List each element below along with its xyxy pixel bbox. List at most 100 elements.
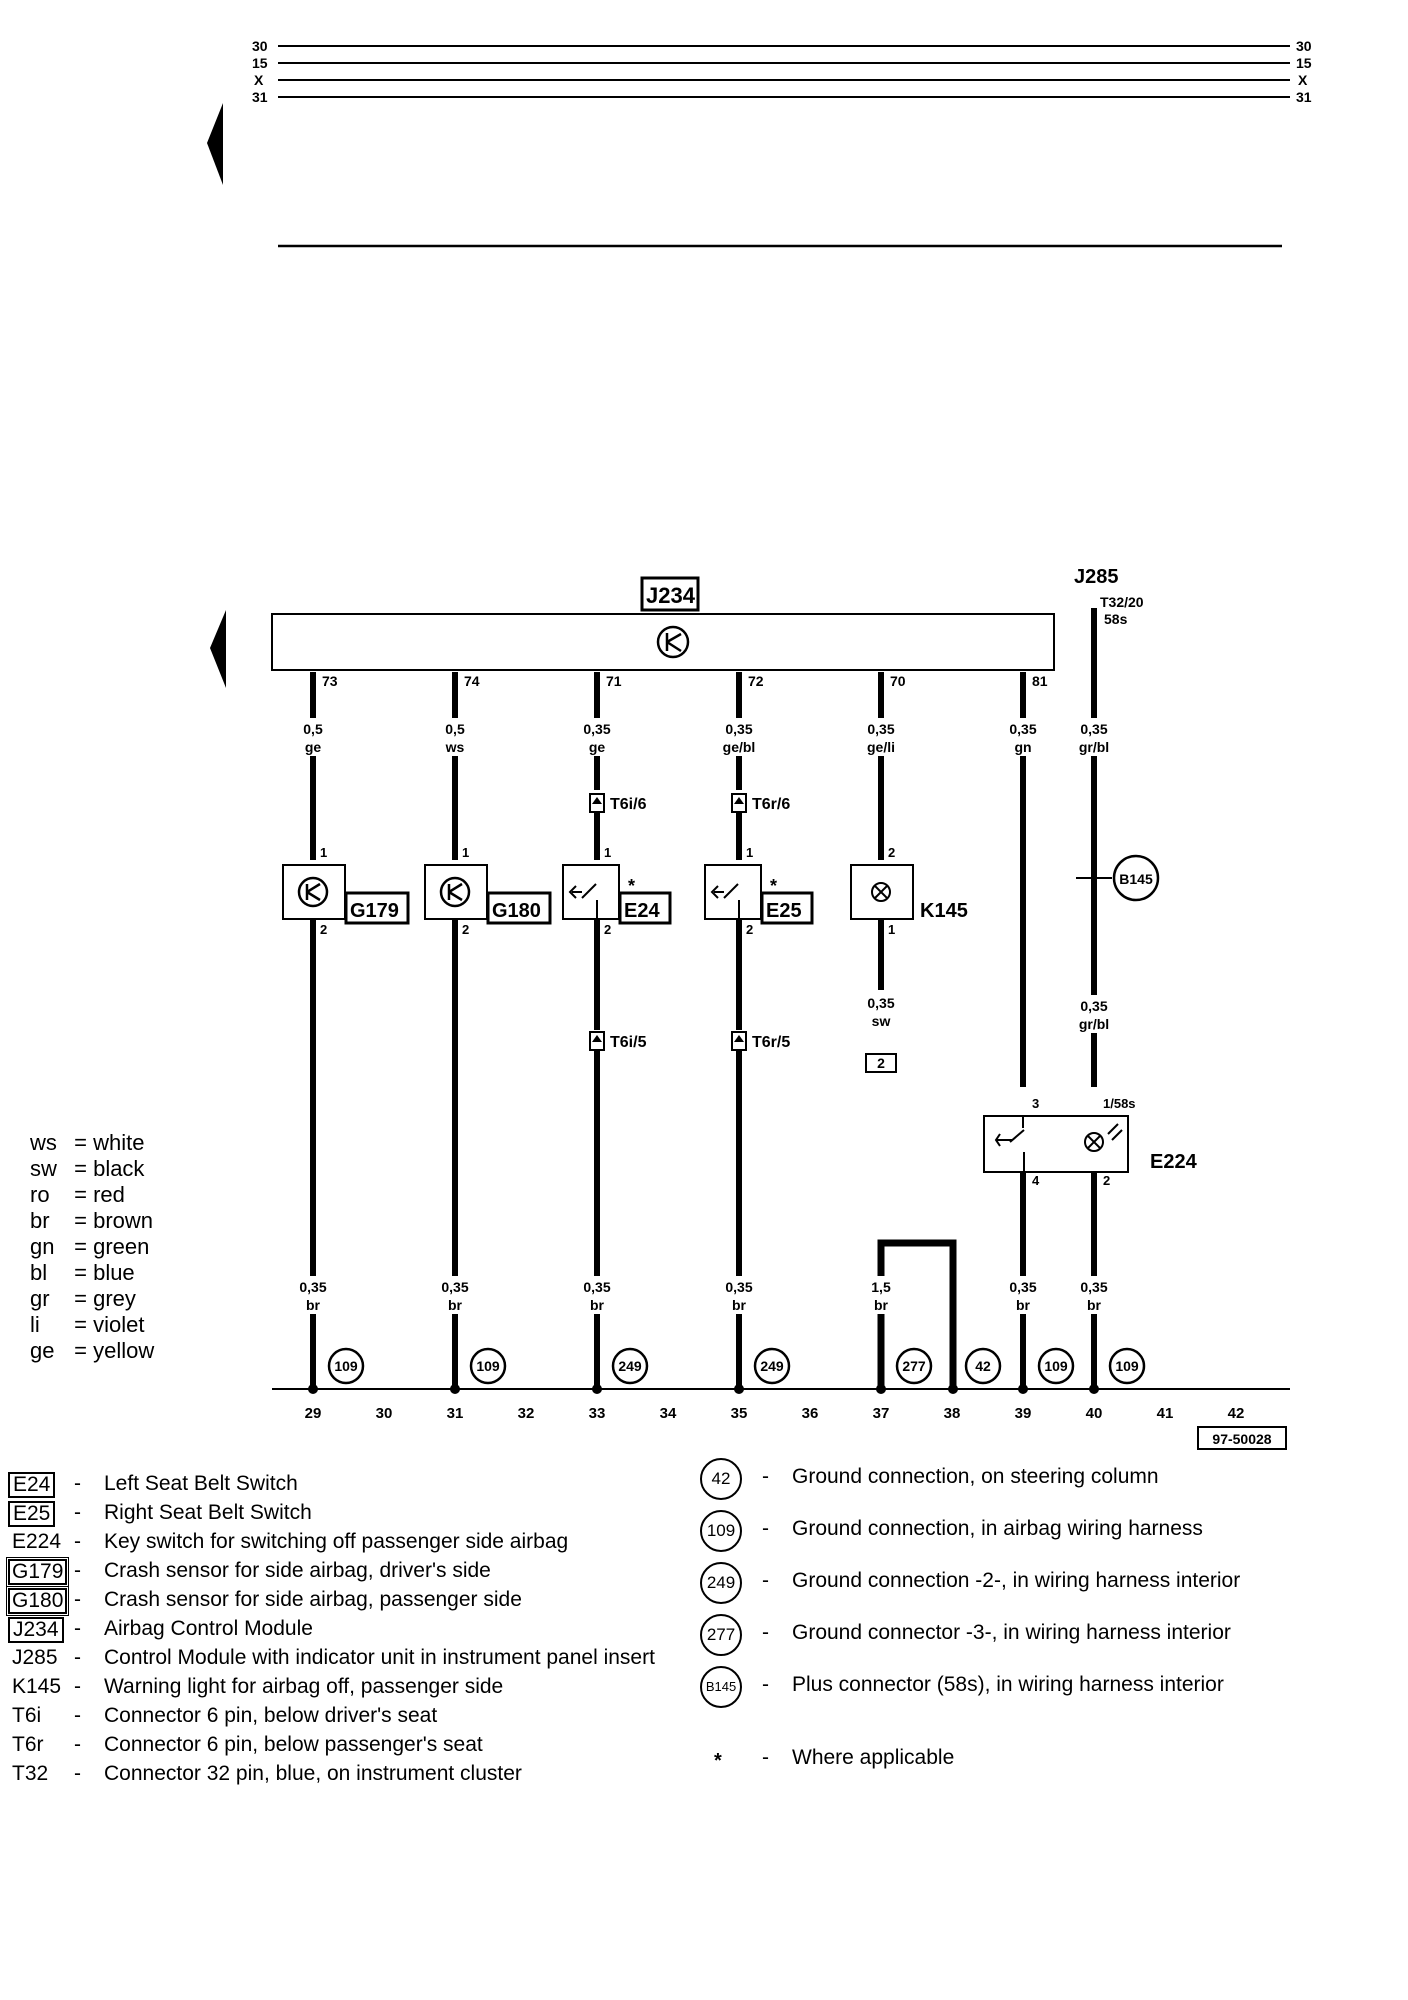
wire-color-2: ws — [445, 739, 465, 755]
legend-code: G179 — [5, 1557, 70, 1587]
legend-dash: - — [74, 1617, 81, 1640]
e25-pin-1: 1 — [746, 845, 753, 860]
legend-desc: Key switch for switching off passenger s… — [104, 1530, 569, 1553]
legend-dash: - — [74, 1472, 81, 1495]
legend-plus-connector-symbol: B145 — [700, 1666, 742, 1708]
pin-72: 72 — [748, 673, 764, 689]
color-key-row: br = brown — [30, 1208, 153, 1233]
ground-junctions — [308, 1384, 1099, 1394]
color-key-name: brown — [93, 1208, 153, 1233]
svg-text:K145: K145 — [920, 900, 968, 922]
legend-desc: Ground connection, on steering column — [792, 1465, 1159, 1488]
svg-text:G180: G180 — [492, 900, 541, 922]
color-key-code: ro — [30, 1182, 50, 1207]
rail-label-30-right: 30 — [1296, 38, 1312, 54]
j234-sensor-symbol — [656, 625, 690, 659]
wire-color-6: gn — [1014, 739, 1031, 755]
ground-109-col29-label: 109 — [334, 1358, 358, 1374]
diagram-id-box — [1197, 1426, 1287, 1450]
legend-code: J285 — [12, 1646, 58, 1669]
legend-dash: - — [762, 1621, 769, 1644]
legend-code: K145 — [12, 1675, 62, 1698]
legend-dash: - — [74, 1646, 81, 1669]
bottom-wire-color-29: br — [306, 1297, 321, 1313]
color-key-row: gn = green — [30, 1234, 150, 1259]
legend-dash: - — [762, 1673, 769, 1696]
legend-row-t6r: T6r - Connector 6 pin, below passenger's… — [8, 1731, 708, 1759]
color-key-row: ws = white — [30, 1130, 145, 1155]
continuation-arrow-module — [210, 610, 226, 688]
legend-row-j285: J285 - Control Module with indicator uni… — [8, 1644, 708, 1672]
legend-desc: Connector 32 pin, blue, on instrument cl… — [104, 1762, 522, 1785]
color-key-code: gr — [30, 1286, 50, 1311]
column-30: 30 — [376, 1405, 393, 1422]
wire-gauge-1: 0,5 — [303, 721, 323, 737]
color-key-code: gn — [30, 1234, 55, 1259]
legend-code: T6r — [12, 1733, 44, 1756]
legend-desc: Crash sensor for side airbag, driver's s… — [104, 1559, 491, 1582]
supply-rails — [278, 45, 1290, 98]
column-42: 42 — [1228, 1405, 1245, 1422]
k145-wire-gauge: 0,35 — [867, 995, 894, 1011]
svg-text:T6i/5: T6i/5 — [610, 1034, 647, 1051]
color-key-name: white — [93, 1130, 145, 1155]
ground-277-col37-label: 277 — [902, 1358, 926, 1374]
column-31: 31 — [447, 1405, 464, 1422]
svg-text:T6r/5: T6r/5 — [752, 1034, 790, 1051]
color-key-row: li = violet — [30, 1312, 145, 1337]
legend-row-e224: E224 - Key switch for switching off pass… — [8, 1528, 708, 1556]
column-34: 34 — [660, 1405, 677, 1422]
ground-42-col38 — [964, 1347, 1002, 1385]
g179-pin-2: 2 — [320, 922, 327, 937]
legend-desc: Crash sensor for side airbag, passenger … — [104, 1588, 522, 1611]
j234-module-box — [271, 613, 1055, 671]
color-key-code: br — [30, 1208, 50, 1233]
legend-code: J234 — [8, 1617, 64, 1643]
column-37: 37 — [873, 1405, 890, 1422]
e224-pin-4: 4 — [1032, 1173, 1040, 1188]
color-key-code: ws — [30, 1130, 57, 1155]
k145-terminal-box — [865, 1053, 897, 1073]
svg-text:*: * — [628, 876, 635, 896]
e224-key-switch — [983, 1115, 1129, 1173]
color-key-name: green — [93, 1234, 150, 1259]
legend-dash: - — [74, 1675, 81, 1698]
ground-legend: 42 - Ground connection, on steering colu… — [700, 1458, 1400, 1788]
j285-wire-gauge-mid: 0,35 — [1080, 998, 1107, 1014]
legend-desc: Connector 6 pin, below driver's seat — [104, 1704, 438, 1727]
wire-gauge-3: 0,35 — [583, 721, 610, 737]
color-key-row: bl = blue — [30, 1260, 135, 1285]
legend-dash: - — [74, 1559, 81, 1582]
connector-t6r5: T6r/5 — [731, 1031, 790, 1386]
legend-row-j234: J234 - Airbag Control Module — [8, 1615, 708, 1643]
ground-109-col40 — [1108, 1347, 1146, 1385]
b145-symbol — [1112, 854, 1160, 902]
color-key-row: sw = black — [30, 1156, 145, 1181]
bottom-wire-color-35: br — [732, 1297, 747, 1313]
column-36: 36 — [802, 1405, 819, 1422]
color-key-row: ro = red — [30, 1182, 125, 1207]
wire-gauge-6: 0,35 — [1009, 721, 1036, 737]
legend-row-e25: E25 - Right Seat Belt Switch — [8, 1499, 708, 1527]
connector-t6r6: T6r/6 — [731, 793, 790, 860]
bottom-wire-gauge-33: 0,35 — [583, 1279, 610, 1295]
column-38: 38 — [944, 1405, 961, 1422]
color-key-row: gr = grey — [30, 1286, 136, 1311]
ground-249-col35-label: 249 — [760, 1358, 784, 1374]
g179-crash-sensor: G179 — [282, 864, 410, 925]
pin-70: 70 — [890, 673, 906, 689]
bottom-wire-color-37: br — [874, 1297, 889, 1313]
diagram-id: 97-50028 — [1212, 1431, 1271, 1447]
pin-73: 73 — [322, 673, 338, 689]
svg-text:T6r/6: T6r/6 — [752, 796, 790, 813]
wire-color-key: ws = white sw = black ro = red br = brow… — [30, 1130, 154, 1364]
ground-109-col31 — [469, 1347, 507, 1385]
bottom-wire-color-33: br — [590, 1297, 605, 1313]
legend-desc: Left Seat Belt Switch — [104, 1472, 298, 1495]
k145-pin-2: 2 — [888, 845, 895, 860]
column-32: 32 — [518, 1405, 535, 1422]
ground-42-col38-label: 42 — [975, 1358, 991, 1374]
color-key-code: sw — [30, 1156, 57, 1181]
ground-109-col39 — [1037, 1347, 1075, 1385]
